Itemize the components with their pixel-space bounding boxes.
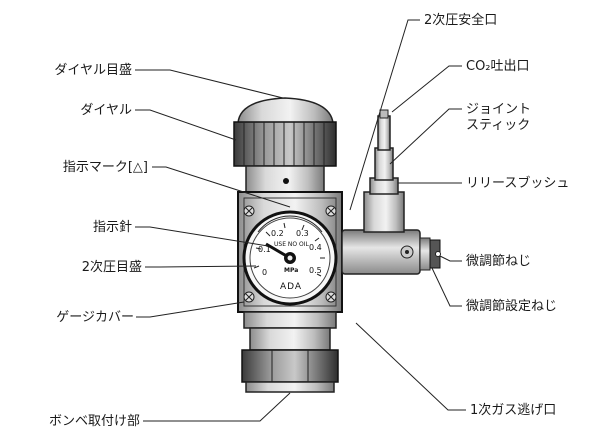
gauge-brand-logo: ADA bbox=[280, 282, 302, 292]
lower-body bbox=[243, 311, 337, 351]
label-secondary-pressure-scale: 2次圧目盛 bbox=[81, 260, 142, 275]
gauge-tick-0-2: 0.2 bbox=[271, 229, 284, 238]
pressure-gauge: 0 0.1 0.2 0.3 0.4 0.5 USE NO OIL MPa ADA bbox=[242, 210, 338, 306]
gauge-tick-0-3: 0.3 bbox=[296, 229, 309, 238]
dial-neck bbox=[245, 165, 325, 193]
gauge-unit: MPa bbox=[284, 267, 298, 274]
gauge-tick-0-4: 0.4 bbox=[309, 243, 322, 252]
gauge-caption: USE NO OIL bbox=[274, 241, 310, 248]
label-indicator-needle: 指示針 bbox=[92, 220, 132, 235]
label-co2-outlet: CO₂吐出口 bbox=[466, 59, 530, 74]
dial-cap bbox=[237, 97, 334, 124]
leader-lines bbox=[135, 19, 466, 422]
label-gauge-cover: ゲージカバー bbox=[56, 310, 134, 325]
label-primary-gas-escape-port: 1次ガス逃げ口 bbox=[470, 403, 557, 418]
label-joint-stick-line2: スティック bbox=[466, 118, 531, 133]
label-dial: ダイヤル bbox=[80, 103, 132, 118]
label-fine-adjust-screw: 微調節ねじ bbox=[466, 254, 532, 269]
gauge-tick-0-1: 0.1 bbox=[258, 245, 271, 254]
outlet-assembly bbox=[363, 109, 405, 233]
fine-adjust-knob bbox=[419, 237, 441, 271]
label-indicator-mark: 指示マーク[△] bbox=[62, 160, 148, 175]
label-joint-stick-line1: ジョイント bbox=[466, 102, 532, 117]
label-dial-scale: ダイヤル目盛 bbox=[54, 63, 132, 78]
gauge-tick-0: 0 bbox=[262, 268, 267, 277]
side-block bbox=[341, 229, 421, 275]
label-cylinder-mount: ボンベ取付け部 bbox=[48, 414, 140, 429]
dial-knob bbox=[233, 121, 337, 167]
label-fine-adjust-set-screw: 微調節設定ねじ bbox=[466, 299, 558, 314]
label-secondary-safety-port: 2次圧安全口 bbox=[424, 13, 498, 28]
cylinder-mount-nut bbox=[241, 349, 339, 393]
label-release-bush: リリースブッシュ bbox=[466, 176, 570, 191]
gauge-tick-0-5: 0.5 bbox=[309, 266, 322, 275]
